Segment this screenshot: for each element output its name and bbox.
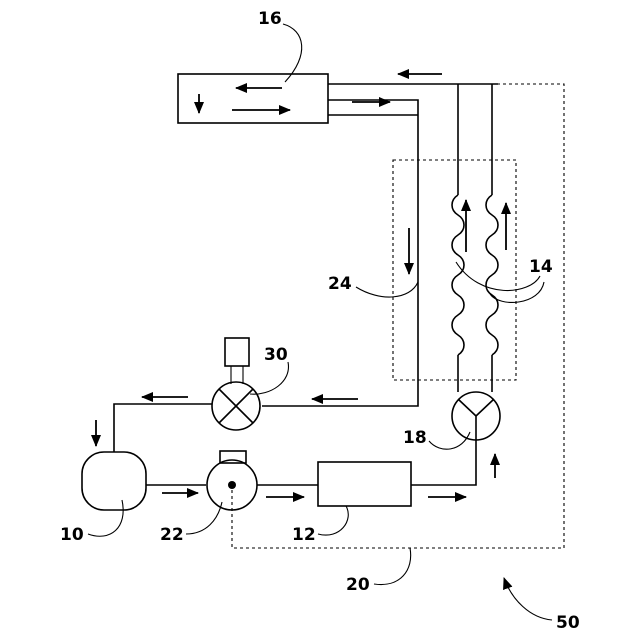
valve-actuator-box: [225, 338, 249, 366]
compressor-body: [82, 452, 146, 510]
pump-center-dot: [228, 481, 236, 489]
leader-30: [250, 362, 288, 394]
leader-12: [318, 506, 348, 535]
label-30: 30: [264, 345, 288, 365]
label-24: 24: [328, 274, 352, 294]
label-22: 22: [160, 525, 184, 545]
leader-50: [504, 578, 552, 620]
split-valve-y: [458, 399, 494, 440]
leader-24: [356, 282, 418, 297]
condenser-box: [178, 74, 328, 123]
leader-22: [186, 502, 222, 534]
leader-14b: [490, 282, 544, 302]
label-16: 16: [258, 9, 282, 29]
coil-right: [486, 195, 498, 355]
label-10: 10: [60, 525, 84, 545]
coil-left: [452, 195, 464, 355]
heater-box: [318, 462, 411, 506]
leader-10: [88, 500, 123, 536]
line-to-compressor: [114, 404, 212, 452]
label-12: 12: [292, 525, 316, 545]
label-14: 14: [529, 257, 553, 277]
leader-20: [374, 548, 411, 585]
label-20: 20: [346, 575, 370, 595]
label-18: 18: [403, 428, 427, 448]
dashed-control-loop: [232, 84, 564, 548]
label-50: 50: [556, 613, 580, 633]
leader-18: [429, 432, 470, 449]
